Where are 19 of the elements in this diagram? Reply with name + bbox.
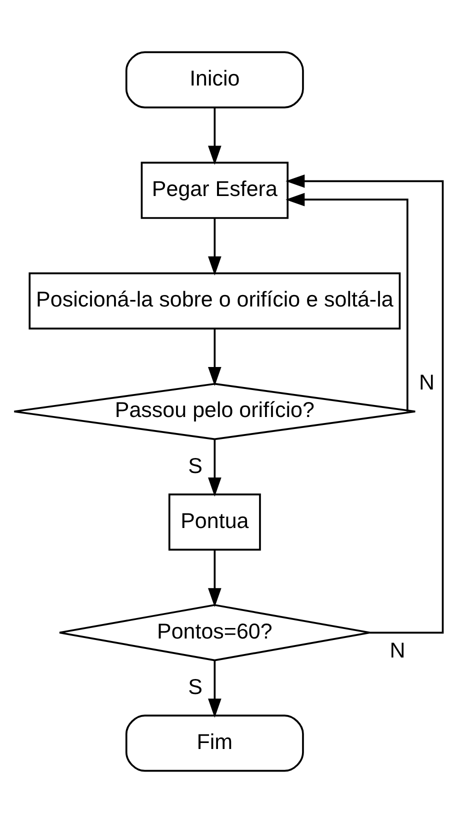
arrow — [208, 660, 222, 718]
node-box: Fim — [125, 714, 304, 772]
node-box: Inicio — [125, 50, 304, 108]
arrow — [208, 218, 222, 275]
arrow — [286, 174, 444, 634]
node-box: Pontua — [168, 493, 261, 550]
node-diamond: Passou pelo orifício? — [13, 382, 416, 440]
node-diamond: Pontos=60? — [58, 604, 371, 661]
edge-label: N — [419, 370, 435, 394]
edge-label: S — [188, 674, 202, 698]
arrow — [208, 328, 222, 386]
arrow — [208, 438, 222, 496]
node-box: Posicioná-la sobre o orifício e soltá-la — [28, 272, 401, 329]
arrow — [208, 549, 222, 607]
arrow — [208, 107, 222, 164]
node-box: Pegar Esfera — [140, 161, 289, 218]
edge-label: N — [390, 638, 406, 662]
edge-label: S — [188, 453, 202, 478]
arrow — [286, 192, 408, 411]
